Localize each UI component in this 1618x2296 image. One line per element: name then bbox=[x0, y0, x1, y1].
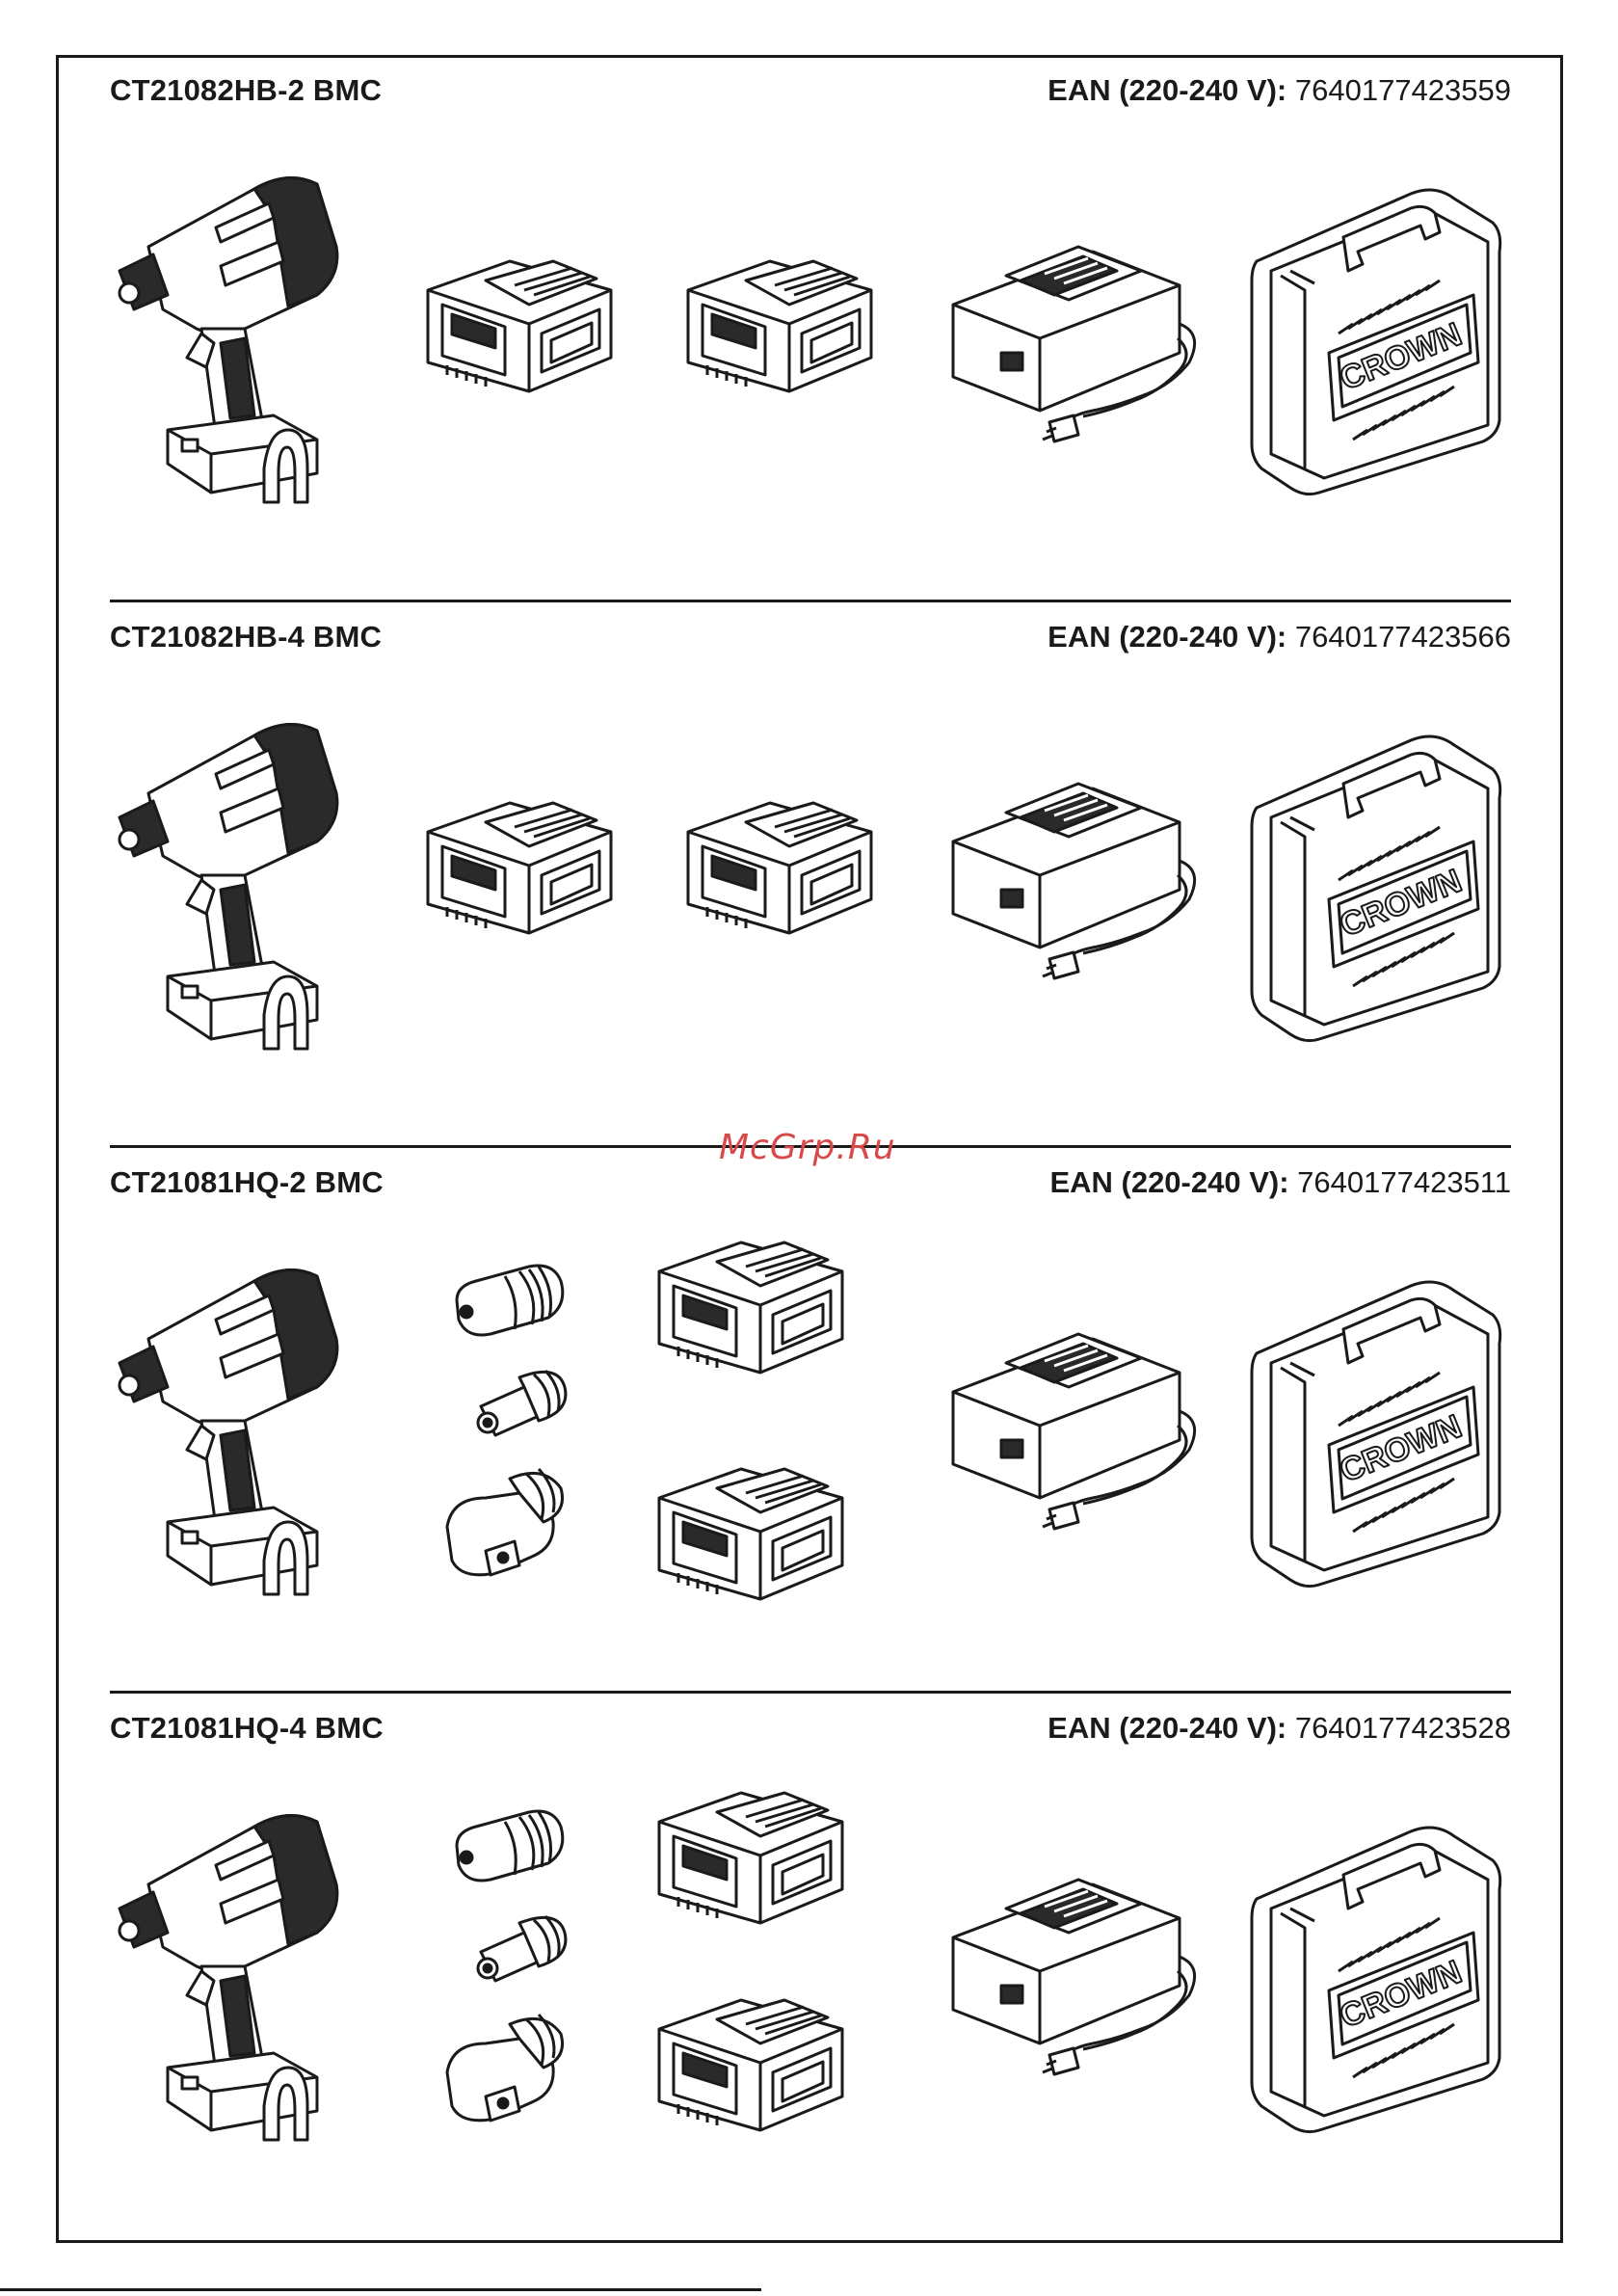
ean-label: EAN (220-240 V) bbox=[1048, 620, 1277, 654]
ean-label: EAN (220-240 V) bbox=[1049, 1165, 1279, 1199]
ean-line: EAN (220-240 V): 7640177423528 bbox=[1048, 1711, 1511, 1746]
model-name: CT21081HQ-2 BMC bbox=[110, 1165, 384, 1200]
ean-label: EAN (220-240 V) bbox=[1048, 73, 1277, 107]
model-name: CT21082HB-4 BMC bbox=[110, 620, 382, 654]
hex-adapter-icon bbox=[466, 1363, 572, 1440]
drill-driver-icon bbox=[110, 1778, 341, 2145]
charger-icon bbox=[948, 1305, 1199, 1536]
ean-code: 7640177423528 bbox=[1295, 1711, 1511, 1745]
section-divider bbox=[110, 600, 1511, 602]
keyless-chuck-icon bbox=[447, 1252, 572, 1348]
battery-icon bbox=[650, 1455, 852, 1609]
carry-case-icon bbox=[1247, 726, 1507, 1044]
impact-driver-icon bbox=[110, 141, 341, 507]
carry-case-icon bbox=[1247, 1817, 1507, 2135]
charger-icon bbox=[948, 755, 1199, 986]
battery-icon bbox=[418, 252, 621, 396]
impact-driver-icon bbox=[110, 687, 341, 1054]
battery-icon bbox=[650, 1228, 852, 1382]
drill-driver-icon bbox=[110, 1233, 341, 1599]
ean-code: 7640177423566 bbox=[1295, 620, 1511, 654]
hex-adapter-icon bbox=[466, 1909, 572, 1986]
carry-case-icon bbox=[1247, 179, 1507, 497]
product-section-1: CT21082HB-2 BMC EAN (220-240 V): 7640177… bbox=[110, 64, 1511, 584]
product-section-3: CT21081HQ-2 BMC EAN (220-240 V): 7640177… bbox=[110, 1156, 1511, 1676]
ean-code: 7640177423511 bbox=[1297, 1165, 1511, 1199]
ean-line: EAN (220-240 V): 7640177423559 bbox=[1048, 73, 1511, 108]
charger-icon bbox=[948, 218, 1199, 449]
product-section-4: CT21081HQ-4 BMC EAN (220-240 V): 7640177… bbox=[110, 1701, 1511, 2222]
battery-icon bbox=[650, 1774, 852, 1937]
product-section-2: CT21082HB-4 BMC EAN (220-240 V): 7640177… bbox=[110, 610, 1511, 1131]
battery-icon bbox=[678, 784, 881, 948]
ean-line: EAN (220-240 V): 7640177423566 bbox=[1048, 620, 1511, 654]
ean-code: 7640177423559 bbox=[1295, 73, 1511, 107]
ean-label: EAN (220-240 V) bbox=[1048, 1711, 1277, 1745]
page-footer-rule bbox=[0, 2288, 761, 2291]
model-name: CT21082HB-2 BMC bbox=[110, 73, 382, 108]
keyless-chuck-icon bbox=[447, 1798, 572, 1894]
angle-adapter-icon bbox=[438, 1459, 572, 1585]
battery-icon bbox=[650, 1981, 852, 2145]
charger-icon bbox=[948, 1851, 1199, 2082]
watermark-text: McGrp.Ru bbox=[719, 1128, 896, 1167]
battery-icon bbox=[418, 784, 621, 948]
section-divider bbox=[110, 1691, 1511, 1694]
battery-icon bbox=[678, 252, 881, 396]
model-name: CT21081HQ-4 BMC bbox=[110, 1711, 384, 1746]
angle-adapter-icon bbox=[438, 2005, 572, 2130]
carry-case-icon bbox=[1247, 1271, 1507, 1589]
ean-line: EAN (220-240 V): 7640177423511 bbox=[1049, 1165, 1511, 1200]
